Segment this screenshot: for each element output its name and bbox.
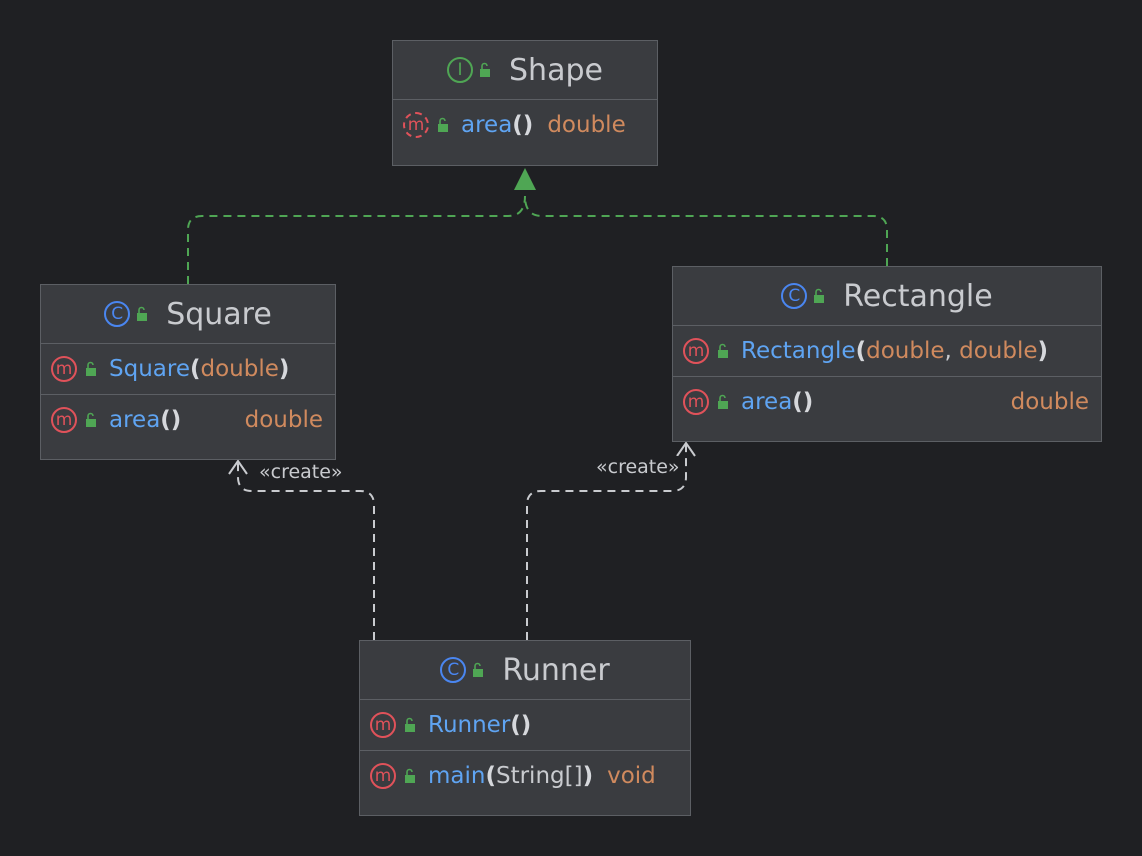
class-node-rectangle[interactable]: C Rectangle m Rectangle(double, double) … (672, 266, 1102, 442)
edge-label-create-square: «create» (257, 461, 345, 483)
member-row[interactable]: m Runner() (360, 700, 690, 751)
method-name: area (109, 407, 161, 433)
method-icon: m (51, 356, 77, 382)
paren: () (792, 389, 814, 415)
unlocked-icon (438, 117, 448, 132)
interface-icon: I (447, 57, 474, 83)
unlocked-icon (405, 768, 415, 783)
method-icon: m (370, 763, 396, 789)
class-icon: C (104, 301, 131, 327)
method-name: area (461, 112, 513, 138)
unlocked-icon (814, 288, 825, 303)
method-name: Square (109, 356, 190, 382)
return-type: double (547, 112, 626, 138)
param-type: String[] (495, 763, 583, 789)
method-icon: m (683, 338, 709, 364)
paren: () (160, 407, 182, 433)
edge-rectangle-realizes-shape (524, 195, 888, 266)
abstract-method-icon: m (403, 112, 429, 138)
dependency-arrowhead-rectangle (676, 441, 696, 457)
node-header: C Square (41, 285, 335, 344)
class-icon: C (440, 657, 467, 683)
edge-runner-creates-square (237, 462, 375, 640)
class-icon: C (781, 283, 808, 309)
return-type: double (1010, 389, 1089, 415)
unlocked-icon (137, 306, 148, 321)
paren: ( (855, 338, 867, 364)
param-type: double (866, 338, 945, 364)
param-type: double (200, 356, 279, 382)
node-header: I Shape (393, 41, 657, 100)
class-node-shape[interactable]: I Shape m area() double (392, 40, 658, 166)
unlocked-icon (480, 62, 491, 77)
node-title: Rectangle (843, 278, 993, 314)
member-row[interactable]: m area() double (673, 377, 1101, 427)
realization-arrowhead (514, 168, 536, 190)
member-row[interactable]: m Square(double) (41, 344, 335, 395)
member-row[interactable]: m area() double (393, 100, 657, 150)
return-type: void (607, 763, 656, 789)
paren: ) (582, 763, 594, 789)
node-title: Square (166, 296, 272, 332)
paren: ) (1037, 338, 1049, 364)
method-name: Runner (428, 712, 511, 738)
comma: , (944, 338, 960, 364)
unlocked-icon (86, 361, 96, 376)
edge-runner-creates-rectangle (526, 444, 687, 640)
unlocked-icon (473, 662, 484, 677)
paren: () (510, 712, 532, 738)
edge-label-create-rectangle: «create» (594, 456, 682, 478)
member-row[interactable]: m main(String[]) void (360, 751, 690, 801)
method-name: main (428, 763, 486, 789)
paren: () (512, 112, 534, 138)
edge-square-realizes-shape (187, 195, 526, 284)
member-row[interactable]: m area() double (41, 395, 335, 445)
node-title: Shape (509, 52, 603, 88)
method-icon: m (683, 389, 709, 415)
class-node-square[interactable]: C Square m Square(double) m area() doubl… (40, 284, 336, 460)
method-icon: m (370, 712, 396, 738)
method-icon: m (51, 407, 77, 433)
method-name: area (741, 389, 793, 415)
node-header: C Rectangle (673, 267, 1101, 326)
return-type: double (244, 407, 323, 433)
paren: ( (189, 356, 201, 382)
param-type: double (959, 338, 1038, 364)
paren: ( (485, 763, 496, 789)
unlocked-icon (718, 394, 728, 409)
method-name: Rectangle (741, 338, 856, 364)
member-row[interactable]: m Rectangle(double, double) (673, 326, 1101, 377)
unlocked-icon (405, 717, 415, 732)
unlocked-icon (718, 343, 728, 358)
paren: ) (278, 356, 290, 382)
node-header: C Runner (360, 641, 690, 700)
unlocked-icon (86, 412, 96, 427)
dependency-arrowhead-square (228, 459, 248, 475)
class-node-runner[interactable]: C Runner m Runner() m main(String[]) voi… (359, 640, 691, 816)
node-title: Runner (502, 652, 610, 688)
